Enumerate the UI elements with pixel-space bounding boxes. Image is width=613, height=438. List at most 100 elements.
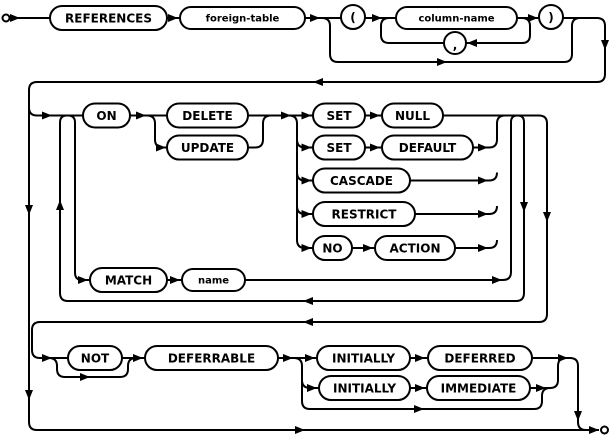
arrowhead-icon (295, 426, 305, 434)
connector-immediate-out (530, 357, 567, 389)
connector-comma-loop (380, 17, 531, 44)
node-close-paren-label: ) (548, 11, 553, 25)
node-cascade: CASCADE (312, 167, 411, 194)
node-on: ON (82, 102, 131, 129)
node-match: MATCH (89, 267, 168, 293)
node-deferrable-label: DEFERRABLE (168, 352, 255, 366)
arrowhead-icon (56, 200, 64, 210)
arrowhead-icon (307, 384, 317, 392)
connector-deferred-out (532, 357, 599, 431)
node-not-label: NOT (81, 352, 110, 366)
arrowhead-icon (281, 111, 291, 120)
connector-cascade-out (410, 172, 498, 182)
node-cascade-label: CASCADE (330, 174, 393, 188)
arrowhead-icon (310, 14, 320, 22)
arrowhead-icon (301, 210, 312, 218)
node-delete: DELETE (166, 102, 249, 129)
node-delete-label: DELETE (182, 109, 232, 123)
connector-action-junction (288, 114, 313, 249)
node-action: ACTION (374, 235, 456, 261)
node-action-label: ACTION (390, 242, 441, 256)
node-default: DEFAULT (381, 134, 474, 161)
arrowhead-icon (133, 354, 143, 362)
connector-on-entry (28, 107, 83, 117)
node-set-1: SET (312, 102, 366, 129)
connector-action-out (455, 239, 498, 249)
node-no: NO (312, 235, 353, 261)
node-comma: , (443, 31, 467, 55)
connector-not-bypass (48, 357, 137, 378)
arrowhead-icon (414, 405, 424, 413)
node-foreign-table: foreign-table (179, 6, 306, 30)
connector-default-out (473, 114, 506, 149)
node-initially-1-label: INITIALLY (332, 352, 395, 366)
arrowhead-icon (25, 390, 33, 400)
node-set-2-label: SET (326, 141, 352, 155)
arrowhead-icon (415, 384, 425, 392)
arrowhead-icon (543, 212, 551, 222)
arrowhead-icon (589, 426, 599, 434)
arrowhead-icon (478, 176, 488, 185)
arrowheads (10, 14, 609, 434)
connector-match-branch (67, 114, 90, 281)
arrowhead-icon (42, 354, 52, 362)
arrowhead-icon (363, 244, 373, 252)
arrowhead-icon (156, 143, 166, 152)
node-match-label: MATCH (105, 274, 152, 288)
node-close-paren: ) (538, 4, 564, 30)
arrowhead-icon (301, 111, 312, 120)
arrowhead-icon (478, 210, 488, 218)
arrowhead-icon (478, 244, 488, 252)
arrowhead-icon (528, 14, 538, 22)
arrowhead-icon (10, 14, 20, 22)
node-name: name (181, 268, 246, 292)
node-immediate-label: IMMEDIATE (441, 382, 517, 396)
node-restrict: RESTRICT (312, 201, 416, 227)
arrowhead-icon (492, 276, 502, 284)
arrowhead-icon (536, 384, 546, 392)
arrowhead-icon (301, 143, 312, 152)
arrowhead-icon (168, 14, 178, 22)
arrowhead-icon (301, 244, 312, 252)
node-references-label: REFERENCES (65, 12, 152, 26)
node-set-1-label: SET (326, 109, 352, 123)
connector-loop-return (59, 114, 525, 302)
arrowhead-icon (283, 354, 293, 362)
node-deferred-label: DEFERRED (444, 352, 515, 366)
arrowhead-icon (170, 276, 180, 284)
arrowhead-icon (372, 14, 382, 22)
node-not: NOT (67, 345, 123, 371)
arrowhead-icon (313, 78, 323, 86)
connector-match-out (245, 114, 525, 293)
node-foreign-table-label: foreign-table (206, 14, 280, 25)
node-null: NULL (381, 102, 444, 129)
arrowhead-icon (303, 318, 313, 326)
arrowhead-icon (415, 354, 425, 362)
arrowhead-icon (520, 202, 528, 212)
node-immediate: IMMEDIATE (426, 375, 531, 401)
connector-restrict-out (415, 205, 498, 215)
connector-update-out (248, 114, 272, 149)
arrowhead-icon (558, 354, 568, 362)
arrowhead-icon (437, 58, 447, 66)
node-initially-1: INITIALLY (316, 345, 411, 371)
arrowhead-icon (80, 373, 90, 381)
arrowhead-icon (601, 40, 609, 50)
node-initially-2-label: INITIALLY (333, 382, 396, 396)
connector-update-branch (146, 114, 167, 149)
arrowhead-icon (370, 143, 380, 152)
arrowhead-icon (574, 411, 582, 421)
node-initially-2: INITIALLY (318, 375, 411, 401)
arrowhead-icon (478, 143, 488, 152)
node-restrict-label: RESTRICT (332, 208, 398, 222)
node-name-label: name (198, 276, 229, 287)
node-deferred: DEFERRED (427, 345, 533, 371)
start-terminal-icon (1, 13, 11, 23)
node-comma-label: , (453, 38, 458, 52)
arrowhead-icon (301, 176, 312, 185)
arrowhead-icon (136, 111, 146, 120)
node-set-2: SET (312, 134, 366, 161)
arrowhead-icon (305, 354, 315, 362)
